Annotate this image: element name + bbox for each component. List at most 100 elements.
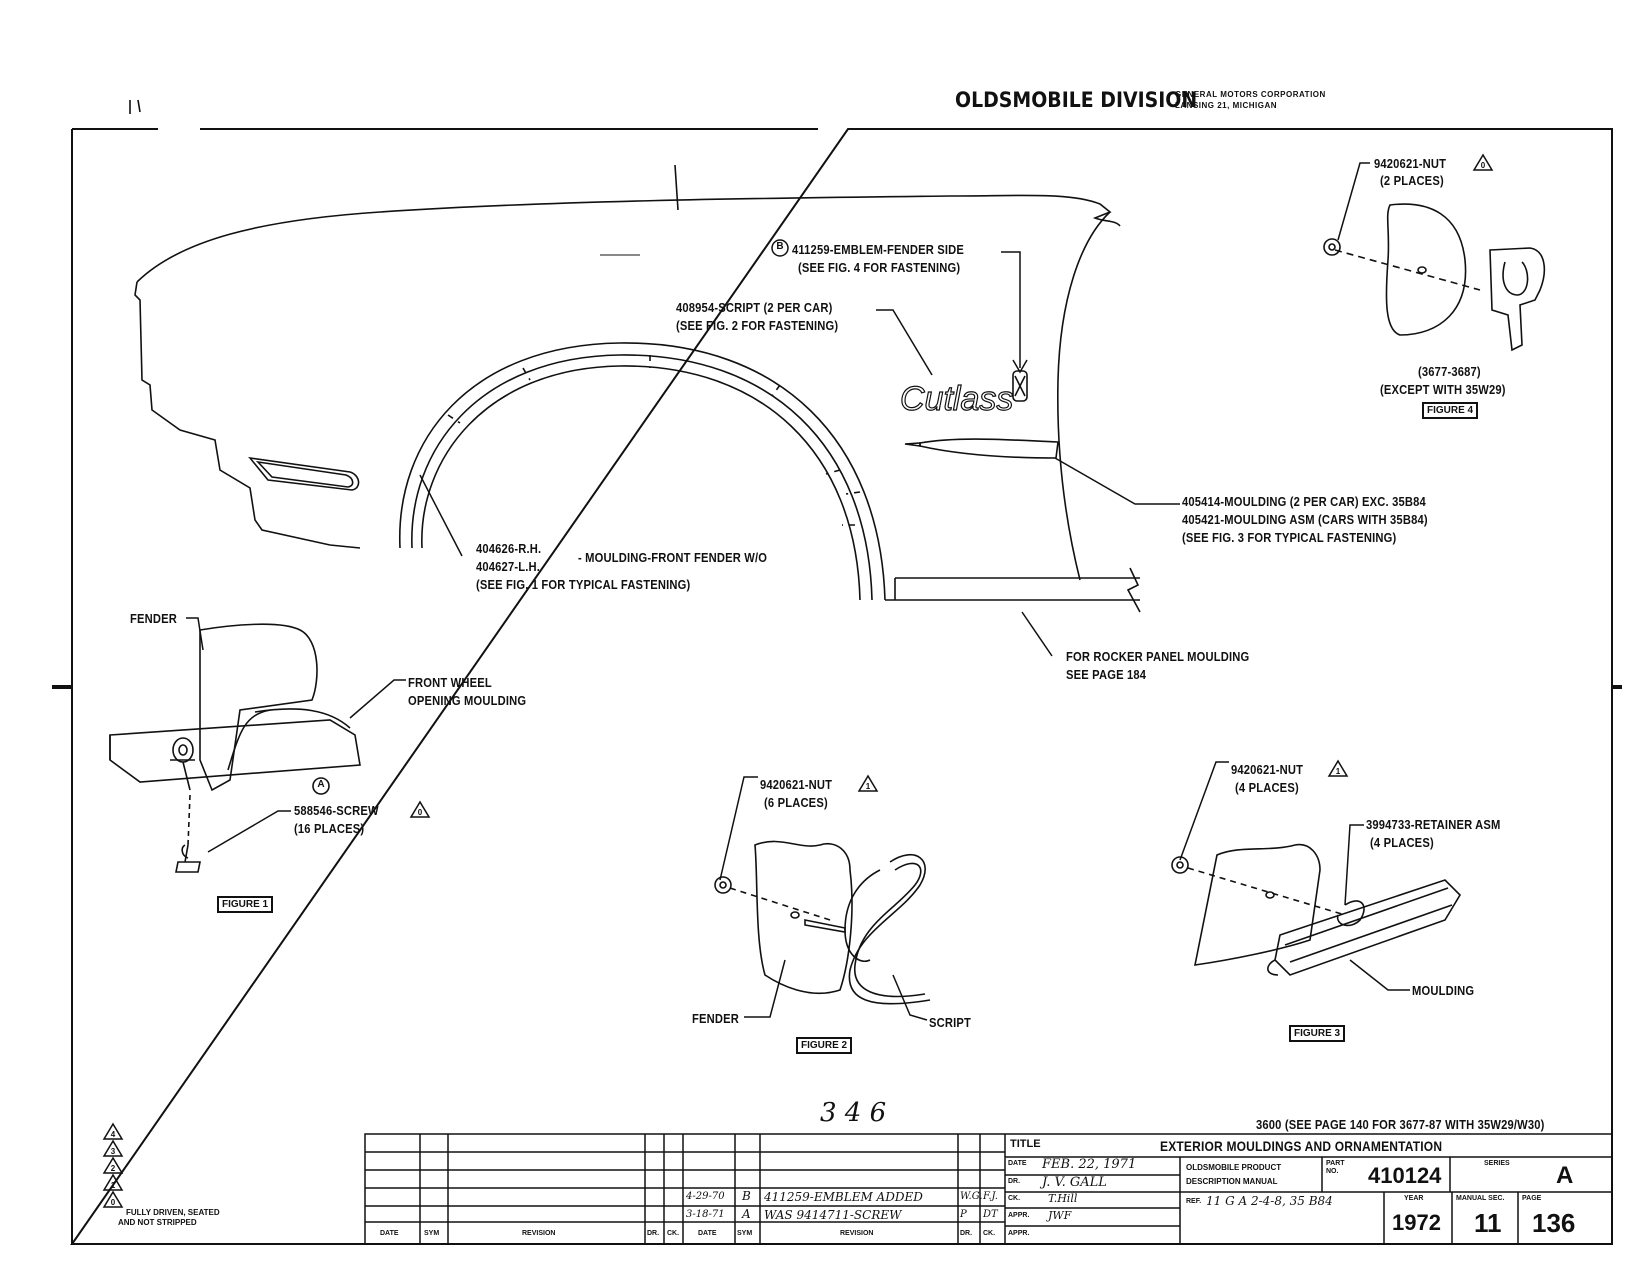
figure-2-label: FIGURE 2	[796, 1037, 853, 1054]
appr-label: APPR.	[1008, 1212, 1030, 1219]
rev-row-1-date: 4-29-70	[686, 1191, 725, 1202]
fender-moulding-note: (SEE FIG. 1 FOR TYPICAL FASTENING)	[476, 577, 691, 592]
emblem-callout: 411259-EMBLEM-FENDER SIDE	[792, 242, 965, 257]
rev-header-ck: CK.	[667, 1230, 680, 1237]
fig1-front-wheel-2: OPENING MOULDING	[408, 693, 527, 708]
page-label: PAGE	[1522, 1195, 1542, 1202]
rev-row-2-revision: WAS 9414711-SCREW	[764, 1208, 902, 1222]
product-line-1: OLDSMOBILE PRODUCT	[1186, 1163, 1282, 1172]
rev-row-1-sym: B	[742, 1189, 751, 1203]
fig2-script-label: SCRIPT	[929, 1015, 972, 1030]
fender-outline	[129, 99, 1141, 613]
legend-note-2: AND NOT STRIPPED	[118, 1218, 197, 1227]
year-value: 1972	[1392, 1210, 1441, 1235]
nut-fig4-qty: (2 PLACES)	[1380, 173, 1444, 188]
leader-lines	[186, 162, 1410, 1021]
figure-4-label: FIGURE 4	[1422, 402, 1479, 419]
corp-line-1: GENERAL MOTORS CORPORATION	[1175, 90, 1326, 99]
script-callout-note: (SEE FIG. 2 FOR FASTENING)	[676, 318, 839, 333]
nut-fig4-triangle	[1472, 153, 1494, 171]
figure-3-art	[1171, 843, 1462, 976]
moulding-side-3: (SEE FIG. 3 FOR TYPICAL FASTENING)	[1182, 530, 1397, 545]
rev-row-2-ck: DT	[983, 1209, 998, 1220]
svg-text:2: 2	[111, 1164, 116, 1173]
rev-row-2-sym: A	[742, 1207, 751, 1221]
fender-moulding-desc: - MOULDING-FRONT FENDER W/O	[578, 550, 768, 565]
date-label: DATE	[1008, 1160, 1027, 1167]
rev-header2-ck: CK.	[983, 1230, 996, 1237]
footer-note: 3600 (SEE PAGE 140 FOR 3677-87 WITH 35W2…	[1256, 1117, 1545, 1132]
cutlass-script-art: Cutlass	[900, 380, 1013, 418]
manual-sec-label: MANUAL SEC.	[1456, 1195, 1505, 1202]
date-value: FEB. 22, 1971	[1042, 1157, 1137, 1172]
rev-row-2-dr: P	[960, 1209, 967, 1220]
part-no-label: PART NO.	[1326, 1160, 1345, 1175]
moulding-side-1: 405414-MOULDING (2 PER CAR) EXC. 35B84	[1182, 494, 1426, 509]
fender-moulding-rh: 404626-R.H.	[476, 541, 542, 556]
division-title: OLDSMOBILE DIVISION	[955, 88, 1198, 112]
rev-header2-revision: REVISION	[840, 1230, 874, 1237]
manual-sec-value: 11	[1474, 1208, 1502, 1238]
year-label: YEAR	[1404, 1195, 1424, 1202]
svg-text:0: 0	[418, 808, 423, 817]
nut-fig3-triangle	[1327, 759, 1349, 777]
rev-header-sym: SYM	[424, 1230, 440, 1237]
series-value: A	[1556, 1162, 1574, 1189]
rev-header-revision: REVISION	[522, 1230, 556, 1237]
fig1-screw-label: 588546-SCREW	[294, 803, 379, 818]
rev-row-1-revision: 411259-EMBLEM ADDED	[764, 1190, 923, 1204]
rev-header2-date: DATE	[698, 1230, 717, 1237]
fig1-screw-qty: (16 PLACES)	[294, 821, 365, 836]
emblem-callout-note: (SEE FIG. 4 FOR FASTENING)	[798, 260, 961, 275]
corp-line-2: LANSING 21, MICHIGAN	[1175, 101, 1278, 110]
title-block-grid	[364, 1133, 1613, 1245]
ck-value: T.Hill	[1048, 1192, 1078, 1205]
ck-label: CK.	[1008, 1195, 1021, 1202]
legend-triangles	[102, 1122, 124, 1208]
title-value: EXTERIOR MOULDINGS AND ORNAMENTATION	[1160, 1138, 1443, 1154]
figure-1-art	[109, 623, 361, 873]
figure-2-art	[714, 840, 931, 1005]
product-line-2: DESCRIPTION MANUAL	[1186, 1177, 1278, 1186]
emblem-sym: B	[776, 241, 784, 252]
handwritten-page-number: 3 4 6	[820, 1098, 887, 1128]
drawing-border	[70, 128, 1613, 1245]
dr-value: J. V. GALL	[1042, 1175, 1107, 1190]
svg-text:4: 4	[111, 1130, 116, 1139]
svg-text:1: 1	[1336, 767, 1341, 776]
fig2-fender-label: FENDER	[692, 1011, 740, 1026]
fig3-retainer-qty: (4 PLACES)	[1370, 835, 1434, 850]
title-label: TITLE	[1010, 1138, 1041, 1150]
fig4-note-1: (3677-3687)	[1418, 364, 1481, 379]
emblem-sym-circle	[771, 239, 789, 257]
svg-text:0: 0	[1481, 161, 1486, 170]
fig1-sym: A	[317, 779, 325, 790]
nut-fig4-label: 9420621-NUT	[1374, 156, 1447, 171]
svg-text:0: 0	[111, 1198, 116, 1207]
rev-row-2-date: 3-18-71	[686, 1209, 725, 1220]
figure-3-label: FIGURE 3	[1289, 1025, 1346, 1042]
fig2-nut-qty: (6 PLACES)	[764, 795, 828, 810]
rev-header2-sym: SYM	[737, 1230, 753, 1237]
nut-fig2-triangle	[857, 774, 879, 792]
rev-row-1-ck: F.J.	[983, 1191, 998, 1202]
fig3-nut-qty: (4 PLACES)	[1235, 780, 1299, 795]
script-callout: 408954-SCRIPT (2 PER CAR)	[676, 300, 833, 315]
fig3-moulding-label: MOULDING	[1412, 983, 1475, 998]
figure-4-art	[1323, 203, 1546, 352]
screw-triangle	[409, 800, 431, 818]
legend-note-1: FULLY DRIVEN, SEATED	[126, 1208, 220, 1217]
rocker-note-2: SEE PAGE 184	[1066, 667, 1147, 682]
ref-label: REF.	[1186, 1198, 1202, 1205]
rev-header-dr: DR.	[647, 1230, 660, 1237]
series-label: SERIES	[1484, 1160, 1510, 1167]
svg-text:1: 1	[866, 782, 871, 791]
dr-label: DR.	[1008, 1178, 1021, 1185]
svg-text:3: 3	[111, 1147, 116, 1156]
fig1-fender-label: FENDER	[130, 611, 178, 626]
svg-text:1: 1	[111, 1181, 116, 1190]
rev-row-1-dr: W.G.	[960, 1191, 983, 1202]
page-value: 136	[1532, 1208, 1576, 1238]
fig3-retainer-label: 3994733-RETAINER ASM	[1366, 817, 1501, 832]
